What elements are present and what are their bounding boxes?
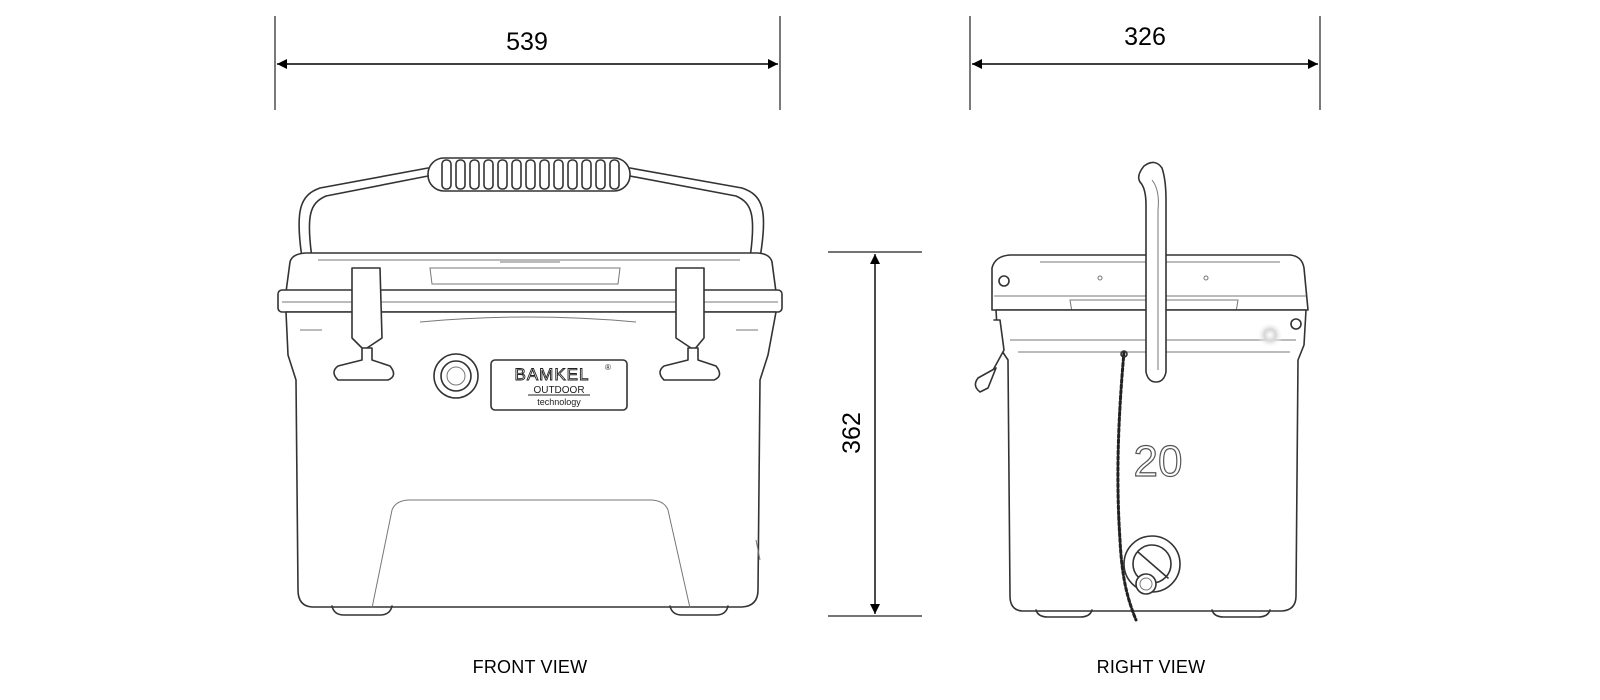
front-view-cooler: BAMKEL ® OUTDOOR technology <box>277 157 783 616</box>
logo-brand: BAMKEL <box>515 365 590 384</box>
front-latch-left <box>333 267 395 381</box>
height-value: 362 <box>838 412 866 454</box>
logo-registered: ® <box>605 363 611 372</box>
side-number: 20 <box>1134 437 1183 486</box>
front-latch-right <box>659 267 721 381</box>
right-view-label: RIGHT VIEW <box>1097 657 1206 677</box>
front-view-label: FRONT VIEW <box>473 657 588 677</box>
logo-line2: OUTDOOR <box>533 385 584 396</box>
depth-value: 326 <box>1124 23 1166 51</box>
side-chain <box>1116 350 1138 622</box>
logo-line3: technology <box>537 397 581 407</box>
side-handle <box>1137 161 1167 383</box>
side-latch <box>974 319 1005 393</box>
front-valve <box>433 353 479 399</box>
depth-dimension: 326 <box>969 16 1321 110</box>
front-body <box>285 311 777 616</box>
brand-logo-plate: BAMKEL ® OUTDOOR technology <box>490 359 628 411</box>
width-dimension: 539 <box>274 16 781 110</box>
height-dimension: 362 <box>828 251 922 617</box>
side-drain-plug <box>1123 535 1181 595</box>
front-handle <box>298 157 765 259</box>
right-view-cooler: 20 <box>974 161 1309 622</box>
width-value: 539 <box>506 28 548 56</box>
